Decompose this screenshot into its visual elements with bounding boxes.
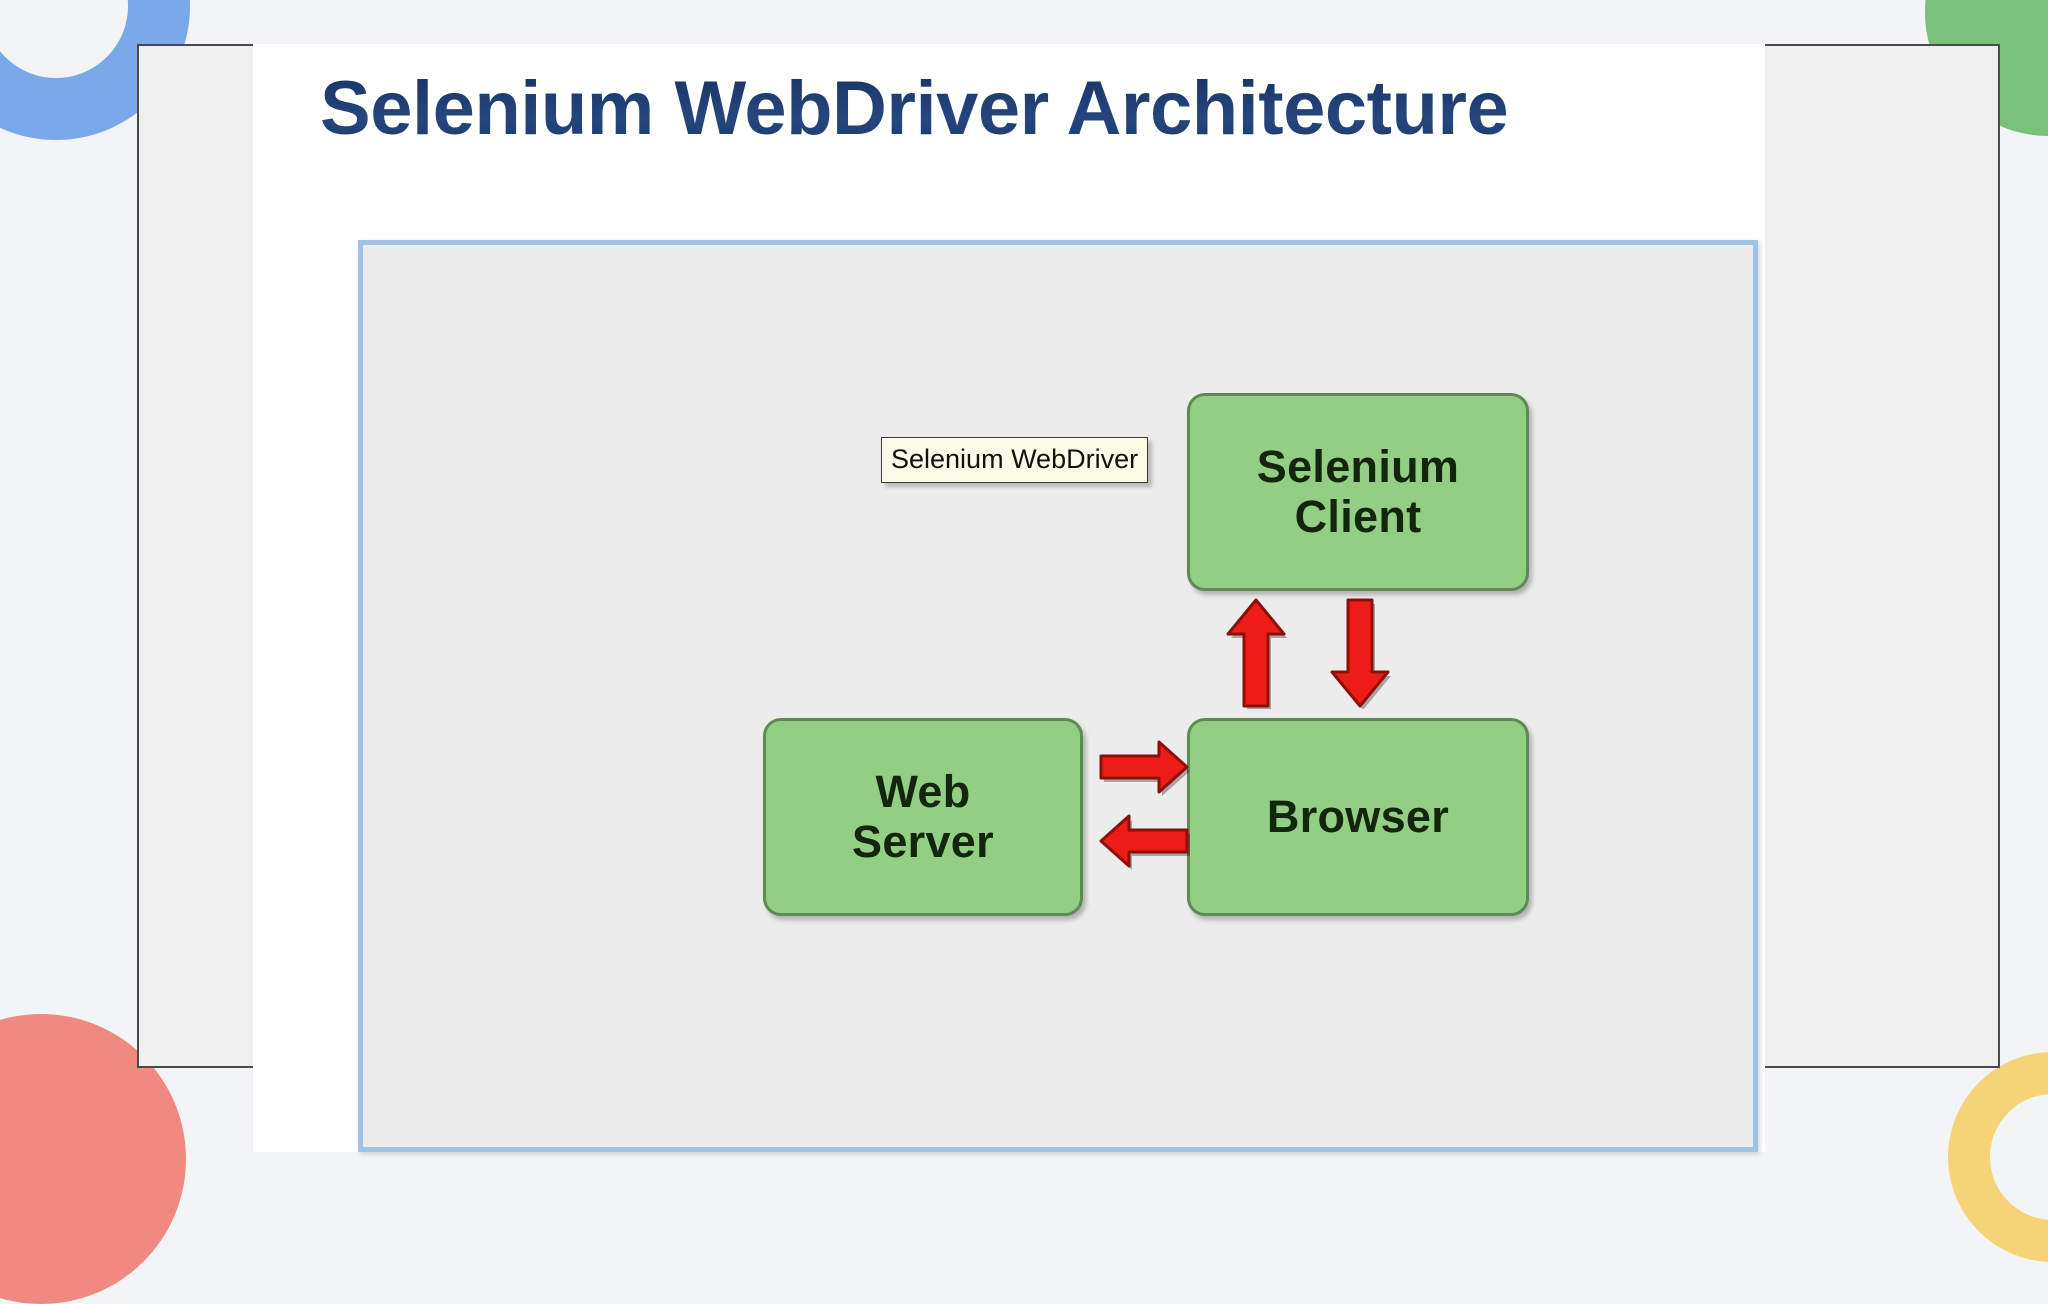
diagram-node-selenium-client-label: Selenium Client (1256, 440, 1460, 542)
diagram-node-browser[interactable]: Browser (1187, 718, 1529, 916)
arrow-right-icon (1098, 739, 1190, 797)
arrow-up-icon (1225, 597, 1287, 710)
diagram-canvas: Selenium WebDriver Selenium Client Web S… (363, 245, 1753, 1147)
diagram-node-browser-label: Browser (1266, 790, 1450, 842)
diagram-frame: Selenium WebDriver Selenium Client Web S… (358, 240, 1758, 1152)
page-title: Selenium WebDriver Architecture (320, 62, 1770, 156)
tooltip-selenium-webdriver: Selenium WebDriver (881, 437, 1149, 483)
arrow-down-icon (1329, 597, 1391, 710)
decorative-yellow-ring (1948, 1052, 2048, 1262)
diagram-node-web-server-label: Web Server (852, 765, 994, 867)
arrow-left-icon (1098, 813, 1190, 871)
diagram-node-web-server[interactable]: Web Server (763, 718, 1083, 916)
diagram-node-selenium-client[interactable]: Selenium Client (1187, 393, 1529, 591)
